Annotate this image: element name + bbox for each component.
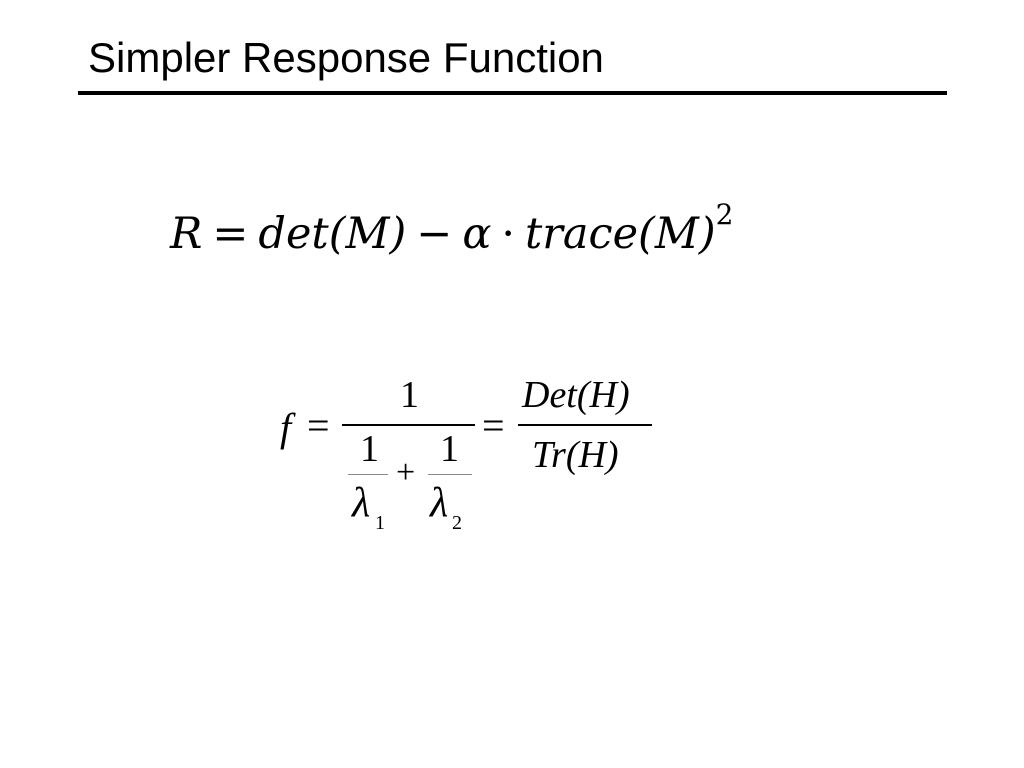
eq1-det-arg: (M): [328, 209, 407, 259]
eq1-alpha: α: [462, 209, 492, 259]
eq2-equals-1: =: [307, 403, 330, 448]
eq2-main-fraction-bar: [342, 424, 475, 426]
response-function-equation: R=det(M)−α·trace(M)2: [170, 201, 733, 262]
eq2-inv1-numerator: 1: [360, 428, 379, 470]
eq2-inv2-numerator: 1: [440, 428, 459, 470]
eq2-equals-2: =: [482, 403, 505, 448]
eq1-trace-arg: (M): [638, 209, 716, 259]
eq1-exponent: 2: [715, 198, 734, 231]
eq2-lambda-2: λ: [430, 480, 449, 526]
eq2-rhs-fraction-bar: [518, 424, 652, 426]
eq2-rhs-numerator: Det(H): [522, 374, 630, 416]
eq1-minus: −: [416, 209, 453, 259]
title-underline: [78, 91, 947, 95]
eq1-lhs: R: [170, 209, 203, 259]
eq2-inv2-fraction-bar: [428, 474, 472, 475]
eq2-subscript-1: 1: [375, 512, 385, 534]
eq2-subscript-2: 2: [452, 512, 462, 534]
eq2-numerator: 1: [400, 374, 419, 416]
eq1-det: det: [258, 209, 329, 259]
eq2-lambda-1: λ: [352, 480, 371, 526]
eq2-lhs: f: [280, 405, 292, 450]
eq1-cdot: ·: [501, 209, 516, 259]
eq1-trace: trace: [525, 209, 639, 259]
eq2-inv1-fraction-bar: [348, 474, 388, 475]
slide-title: Simpler Response Function: [88, 34, 604, 81]
eq2-plus: +: [396, 454, 416, 491]
eq2-rhs-denominator: Tr(H): [532, 434, 619, 476]
eq1-equals: =: [212, 209, 249, 259]
